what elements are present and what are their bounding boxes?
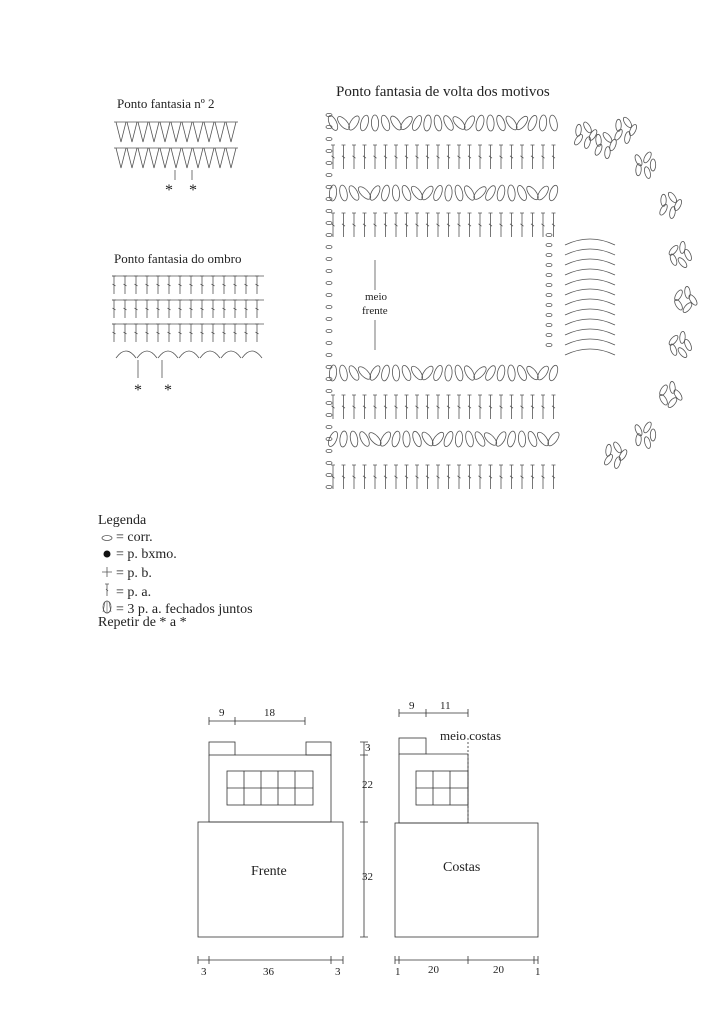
front-bottom-dim-36: 36 — [263, 966, 274, 978]
ombro-stitch-chart — [112, 275, 264, 378]
back-top-dim-line — [398, 709, 469, 717]
back-label: Costas — [443, 860, 481, 875]
front-label: Frente — [251, 864, 287, 879]
front-top-dim-18: 18 — [264, 707, 275, 719]
front-top-dim-line — [208, 717, 306, 725]
chain-oval-icon — [98, 531, 116, 545]
legend-text-sc: = p. b. — [116, 566, 152, 581]
front-top-dim-9: 9 — [219, 707, 225, 719]
volta-stitch-chart — [325, 112, 698, 489]
front-body — [197, 821, 344, 938]
front-motif-grid — [226, 770, 314, 806]
legend-title: Legenda — [98, 513, 147, 528]
back-top-dim-11: 11 — [440, 700, 451, 712]
volta-title: Ponto fantasia de volta dos motivos — [336, 84, 550, 100]
front-right-dim-32: 32 — [362, 871, 373, 883]
back-yoke — [398, 753, 469, 824]
front-bottom-dim-3-right: 3 — [335, 966, 341, 978]
front-right-shoulder — [305, 741, 332, 756]
back-bottom-dim-1-left: 1 — [395, 966, 401, 978]
back-schematic — [394, 709, 539, 964]
meio-frente-label-line1: meio — [365, 291, 387, 303]
ponto2-stitch-chart — [114, 121, 238, 180]
ombro-repeat-marks: * * — [134, 382, 181, 399]
ponto2-repeat-marks: * * — [165, 182, 203, 199]
double-crochet-icon — [98, 582, 116, 600]
front-right-dim-22: 22 — [362, 779, 373, 791]
legend-repeat-note: Repetir de * a * — [98, 615, 187, 630]
legend-item-sc: = p. b. — [98, 565, 152, 581]
legend-item-cluster: = 3 p. a. fechados juntos — [98, 599, 253, 617]
front-bottom-dim-line — [197, 956, 344, 964]
cluster-3dc-icon — [98, 599, 116, 617]
back-body — [394, 822, 539, 938]
front-right-dim-line — [360, 741, 368, 938]
back-bottom-dim-1-right: 1 — [535, 966, 541, 978]
legend-item-chain: = corr. — [98, 531, 153, 545]
back-bottom-dim-20-right: 20 — [493, 964, 504, 976]
back-bottom-dim-20-left: 20 — [428, 964, 439, 976]
back-bottom-dim-line — [394, 956, 539, 964]
legend-item-slip: = p. bxmo. — [98, 548, 177, 562]
slip-stitch-dot-icon — [98, 548, 116, 562]
ponto2-title: Ponto fantasia nº 2 — [117, 96, 215, 111]
back-top-dim-9: 9 — [409, 700, 415, 712]
front-bottom-dim-3-left: 3 — [201, 966, 207, 978]
legend-item-dc: = p. a. — [98, 582, 151, 600]
legend-text-cluster: = 3 p. a. fechados juntos — [116, 602, 253, 617]
front-right-dim-3: 3 — [365, 742, 371, 754]
legend-text-dc: = p. a. — [116, 585, 152, 600]
ombro-title: Ponto fantasia do ombro — [114, 251, 242, 266]
front-schematic — [197, 717, 368, 964]
back-center-note: meio costas — [440, 728, 502, 743]
meio-frente-label-line2: frente — [362, 305, 388, 317]
back-shoulder — [398, 737, 427, 755]
back-motif-grid — [415, 770, 469, 806]
single-crochet-cross-icon — [98, 565, 116, 581]
legend-text-slip: = p. bxmo. — [116, 547, 177, 562]
legend-text-chain: = corr. — [116, 530, 153, 545]
front-left-shoulder — [208, 741, 236, 756]
